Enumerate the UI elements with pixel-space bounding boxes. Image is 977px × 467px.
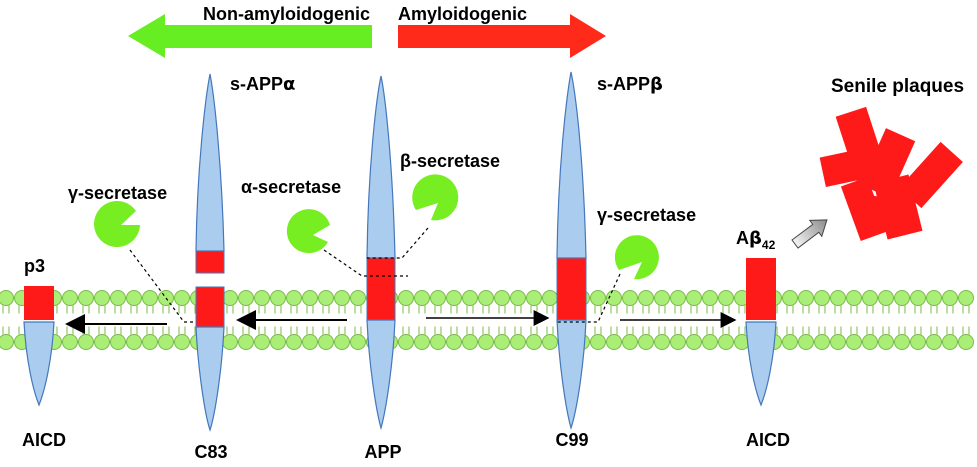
app-label: APP — [364, 442, 401, 462]
p3-label: p3 — [24, 256, 45, 276]
alpha-secretase-label: α-secretase — [241, 177, 341, 197]
c99-protein — [556, 71, 587, 431]
gamma-left-cleavage-line — [129, 249, 194, 323]
s-app-alpha-label: s-APPα — [230, 74, 295, 95]
abeta42-fragment — [746, 258, 776, 320]
s-app-beta-label: s-APPβ — [597, 74, 663, 95]
aggregation-arrow — [791, 219, 828, 249]
gamma-secretase-left-label: γ-secretase — [68, 183, 167, 203]
c83-protein — [195, 73, 225, 432]
beta-cleavage-line — [365, 227, 429, 259]
gamma-right-cleavage-line — [556, 273, 621, 323]
beta-secretase-label: β-secretase — [400, 151, 500, 171]
c83-label: C83 — [194, 442, 227, 462]
alpha-secretase-enzyme — [286, 209, 330, 254]
beta-secretase-enzyme — [412, 174, 459, 221]
app-protein — [366, 75, 396, 431]
aicd-right-label: AICD — [746, 430, 790, 450]
non-amyloidogenic-arrow — [128, 14, 372, 58]
gamma-secretase-right-label: γ-secretase — [597, 205, 696, 225]
c99-label: C99 — [555, 430, 588, 450]
p3-fragment — [24, 286, 54, 320]
lipid-bilayer — [0, 290, 974, 350]
gamma-secretase-left-enzyme — [94, 200, 140, 247]
aicd-right-protein — [745, 321, 777, 407]
abeta42-label: Aβ42 — [736, 228, 776, 252]
aicd-left-label: AICD — [22, 430, 66, 450]
aicd-left-protein — [23, 321, 55, 407]
gamma-secretase-right-enzyme — [614, 235, 659, 280]
non-amyloidogenic-label: Non-amyloidogenic — [203, 4, 370, 24]
senile-plaques-cluster — [819, 106, 963, 242]
amyloidogenic-label: Amyloidogenic — [398, 4, 527, 24]
amyloidogenic-arrow — [398, 14, 606, 58]
senile-plaques-label: Senile plaques — [831, 76, 964, 97]
